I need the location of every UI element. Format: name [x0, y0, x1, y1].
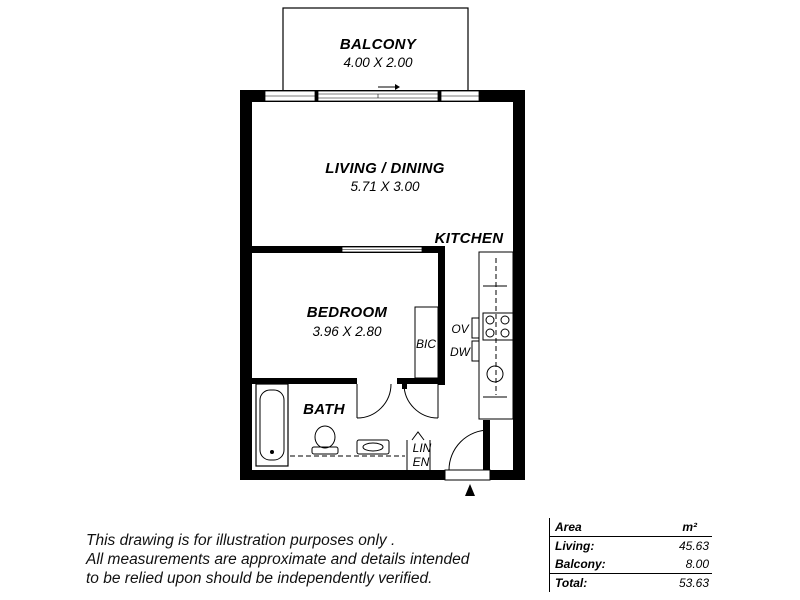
- bath-door: [403, 383, 439, 419]
- area-row-label: Living:: [555, 539, 595, 553]
- linen-label-2: EN: [413, 455, 430, 469]
- bedroom-window: [341, 246, 423, 253]
- bedroom-door: [356, 383, 392, 419]
- area-row-label: Balcony:: [555, 557, 606, 571]
- bedroom-dims: 3.96 X 2.80: [312, 324, 382, 339]
- balcony-dims: 4.00 X 2.00: [343, 55, 413, 70]
- disclaimer-line-1: This drawing is for illustration purpose…: [86, 532, 396, 549]
- bath-label: BATH: [303, 401, 346, 418]
- basin-icon: [356, 439, 390, 455]
- linen-label-1: LIN: [413, 441, 432, 455]
- cooktop-icon: [482, 312, 514, 341]
- living-dining-label: LIVING / DINING: [325, 160, 445, 177]
- oven-label: OV: [451, 322, 469, 336]
- dishwasher-label: DW: [450, 345, 472, 359]
- area-table-header: Area m²: [550, 518, 712, 537]
- outer-walls: [240, 90, 525, 480]
- area-total-value: 53.63: [678, 576, 709, 590]
- balcony-label: BALCONY: [340, 36, 418, 53]
- entry-door: [444, 429, 491, 481]
- area-row-total: Total: 53.63: [550, 573, 712, 592]
- dishwasher-box: [471, 340, 480, 362]
- floor-plan: BALCONY 4.00 X 2.00 LIVING / DINING 5.71…: [240, 7, 525, 496]
- area-row-living: Living: 45.63: [550, 537, 712, 555]
- bic-label: BIC: [416, 337, 436, 351]
- linen-cupboard: [406, 431, 431, 470]
- bedroom-label: BEDROOM: [307, 304, 388, 321]
- entry-arrow-icon: [465, 484, 475, 496]
- disclaimer-line-2: All measurements are approximate and det…: [86, 551, 470, 568]
- area-header-label: Area: [555, 520, 582, 534]
- area-header-unit: m²: [682, 520, 697, 534]
- area-row-value: 8.00: [685, 557, 709, 571]
- disclaimer: This drawing is for illustration purpose…: [86, 531, 526, 588]
- built-in-cupboard: [414, 306, 439, 379]
- balcony-sliding-door: [264, 84, 480, 102]
- toilet-icon: [311, 425, 339, 455]
- area-row-balcony: Balcony: 8.00: [550, 555, 712, 573]
- oven-box: [471, 317, 480, 339]
- area-total-label: Total:: [555, 576, 588, 590]
- area-row-value: 45.63: [678, 539, 709, 553]
- area-table: Area m² Living: 45.63 Balcony: 8.00 Tota…: [549, 518, 712, 592]
- kitchen-label: KITCHEN: [435, 230, 505, 247]
- bathtub: [255, 383, 289, 467]
- living-dining-dims: 5.71 X 3.00: [350, 179, 420, 194]
- disclaimer-line-3: to be relied upon should be independentl…: [86, 570, 433, 587]
- sink-icon: [486, 365, 504, 383]
